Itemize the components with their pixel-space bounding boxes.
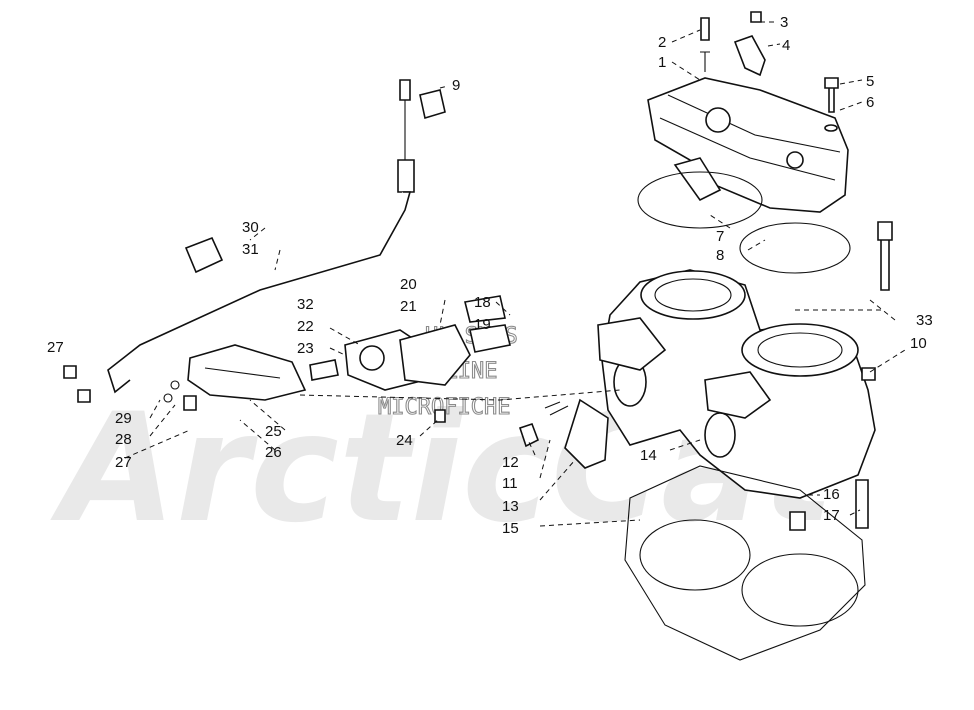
callout-16: 16	[823, 486, 840, 503]
callout-10: 10	[910, 335, 927, 352]
callout-23: 23	[297, 340, 314, 357]
callout-8: 8	[716, 247, 724, 264]
callout-13: 13	[502, 498, 519, 515]
callout-17: 17	[823, 507, 840, 524]
callout-7: 7	[716, 228, 724, 245]
callout-2: 2	[658, 34, 666, 51]
callout-6: 6	[866, 94, 874, 111]
callout-1: 1	[658, 54, 666, 71]
callout-24: 24	[396, 432, 413, 449]
callout-11: 11	[502, 475, 518, 492]
callout-27b: 27	[115, 454, 132, 471]
throttle-cable	[107, 79, 446, 394]
callout-12: 12	[502, 454, 519, 471]
cylinder-block	[597, 221, 893, 499]
head-gaskets	[637, 171, 851, 274]
oil-pump-assembly	[63, 295, 511, 423]
callout-3: 3	[780, 14, 788, 31]
callout-26: 26	[265, 444, 282, 461]
callout-22: 22	[297, 318, 314, 335]
callout-21: 21	[400, 298, 417, 315]
callout-18: 18	[474, 294, 491, 311]
callout-15: 15	[502, 520, 519, 537]
callout-33: 33	[916, 312, 933, 329]
callout-30: 30	[242, 219, 259, 236]
callout-28: 28	[115, 431, 132, 448]
callout-5: 5	[866, 73, 874, 90]
callout-29: 29	[115, 410, 132, 427]
callouts: 1 2 3 4 5 6 7 8 9 10 11 12 13 14 15 16 1…	[47, 14, 933, 537]
callout-14: 14	[640, 447, 657, 464]
exhaust-gasket	[518, 398, 609, 469]
callout-4: 4	[782, 37, 790, 54]
leader-lines	[124, 21, 906, 527]
callout-20: 20	[400, 276, 417, 293]
cylinder-head	[647, 11, 849, 213]
base-gasket	[624, 465, 869, 661]
callout-32: 32	[297, 296, 314, 313]
callout-9: 9	[452, 77, 460, 94]
callout-27a: 27	[47, 339, 64, 356]
callout-25: 25	[265, 423, 282, 440]
callout-19: 19	[474, 316, 491, 333]
callout-31: 31	[242, 241, 259, 258]
